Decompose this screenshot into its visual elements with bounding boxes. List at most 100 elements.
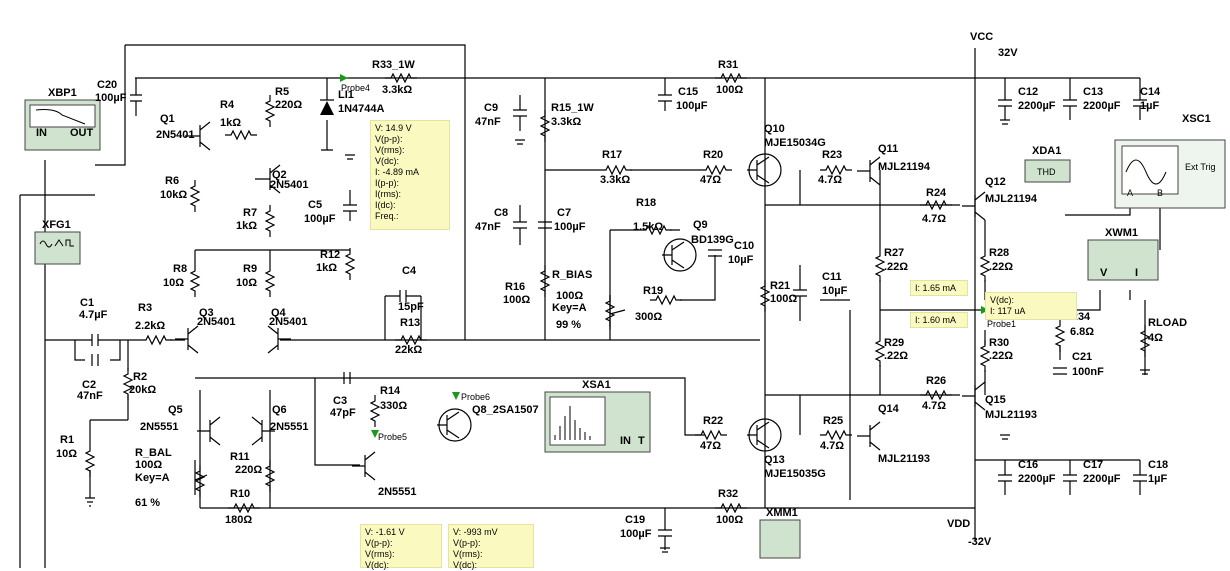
components-r8-1-label: 10Ω: [163, 277, 184, 289]
components-xsc1-b-label: B: [1157, 188, 1163, 198]
probe5-icon[interactable]: [371, 430, 379, 438]
components-r5-0-label: R5: [275, 86, 289, 98]
components-rbias-2-label: Key=A: [552, 302, 587, 314]
xmm1-instrument[interactable]: [759, 519, 801, 559]
components-r27-0-label: R27: [884, 247, 904, 259]
current-readout-1: I: 1.65 mA: [910, 280, 968, 296]
components-xsa1-name-label: XSA1: [582, 379, 611, 391]
xfg1-instrument[interactable]: [34, 231, 81, 265]
components-c5-1-label: 100µF: [304, 213, 336, 225]
components-r24-0-label: R24: [926, 187, 947, 199]
components-r26-0-label: R26: [926, 375, 946, 387]
components-r32-1-label: 100Ω: [716, 514, 743, 526]
components-q8-0-label: Q8_2SA1507: [472, 404, 539, 416]
probes-probe1-label: Probe1: [987, 319, 1016, 329]
probes-probe4-label: Probe4: [341, 83, 370, 93]
components-c7-1-label: 100µF: [554, 221, 586, 233]
components-r13-1-label: 22kΩ: [395, 344, 422, 356]
components-rbal-2-label: Key=A: [135, 472, 170, 484]
waveform-icon: [39, 239, 74, 248]
components-c14-1-label: 1µF: [1140, 100, 1159, 112]
components-xmm1-name-label: XMM1: [766, 507, 798, 519]
components-r31-1-label: 100Ω: [716, 84, 743, 96]
components-r22-0-label: R22: [703, 415, 723, 427]
components-r14-0-label: R14: [380, 385, 401, 397]
components-q2-0-label: Q2: [272, 169, 287, 181]
current-readout-2: I: 1.60 mA: [910, 312, 968, 328]
components-r17-1-label: 3.3kΩ: [600, 174, 630, 186]
probe1-readout: V(dc):I: 117 uA: [985, 292, 1077, 320]
components-rbias-0-label: R_BIAS: [552, 269, 592, 281]
xwm1-instrument[interactable]: [1087, 239, 1159, 281]
components-q14-1-label: MJL21193: [878, 453, 930, 465]
components-r10-0-label: R10: [230, 488, 250, 500]
components-li1-0-label: LI1: [338, 89, 354, 101]
readout-line: V: 14.9 V: [375, 123, 412, 133]
components-c17-1-label: 2200µF: [1083, 473, 1121, 485]
components-vdd-0-label: VDD: [947, 518, 970, 530]
components-xda1-thd-label: THD: [1037, 167, 1056, 177]
components-r29-0-label: R29: [884, 337, 904, 349]
components-r2-1-label: 20kΩ: [129, 384, 156, 396]
probe6-icon[interactable]: [452, 392, 460, 400]
xsc1-screen: [1121, 145, 1179, 195]
readout-line: Freq.:: [375, 211, 399, 221]
components-r11-0-label: R11: [230, 451, 250, 463]
sine-icon: [1125, 159, 1167, 185]
components-q5-1-label: 2N5551: [140, 421, 179, 433]
components-c1-1-label: 4.7µF: [79, 309, 108, 321]
components-c7-0-label: C7: [557, 207, 571, 219]
components-c13-0-label: C13: [1083, 86, 1103, 98]
grounds: [85, 119, 1150, 553]
components-r28-0-label: R28: [989, 247, 1009, 259]
components-xbp1-in-label: IN: [36, 127, 47, 139]
components-c21-1-label: 100nF: [1072, 366, 1104, 378]
components-q15-1-label: MJL21193: [985, 409, 1037, 421]
components-c12-0-label: C12: [1018, 86, 1038, 98]
components-r7-1-label: 1kΩ: [236, 220, 257, 232]
components-vcc-0-label: VCC: [970, 31, 993, 43]
components-r4-1-label: 1kΩ: [220, 117, 241, 129]
readout-line: V(p-p):: [375, 134, 403, 144]
components-vdd-1-label: -32V: [968, 536, 992, 548]
components-r23-0-label: R23: [822, 149, 842, 161]
components-r1-0-label: R1: [60, 434, 74, 446]
components-xda1-name-label: XDA1: [1032, 145, 1061, 157]
components-xsc1-a-label: A: [1127, 188, 1133, 198]
components-c4-1-label: 15pF: [398, 301, 424, 313]
probe4-icon[interactable]: [340, 74, 348, 82]
readout-line: I(dc):: [375, 200, 396, 210]
components-r22-1-label: 47Ω: [700, 440, 721, 452]
readout-line: V(dc):: [375, 156, 400, 166]
components-xbp1-out-label: OUT: [70, 127, 94, 139]
components-q14-0-label: Q14: [878, 403, 900, 415]
components-r33-0-label: R33_1W: [372, 59, 415, 71]
components-r7-0-label: R7: [243, 207, 257, 219]
components-r19-1-label: 300Ω: [635, 311, 662, 323]
components-q10-1-label: MJE15034G: [764, 137, 826, 149]
components-r18-1-label: 1.5kΩ: [633, 221, 663, 233]
components-r15-1-label: 3.3kΩ: [551, 116, 581, 128]
xsa1-screen: [549, 396, 606, 446]
components-r1-1-label: 10Ω: [56, 448, 77, 460]
components-c20-0-label: C20: [97, 79, 117, 91]
xda1-instrument[interactable]: [1024, 159, 1071, 183]
components-r23-1-label: 4.7Ω: [818, 174, 842, 186]
components-r31-0-label: R31: [718, 59, 738, 71]
components-q1-0-label: Q1: [160, 113, 175, 125]
components-q4-0-label: Q4: [271, 307, 287, 319]
components-rbal-3-label: 61 %: [135, 497, 160, 509]
zener-diode: [320, 78, 334, 151]
components-c5-0-label: C5: [308, 199, 322, 211]
components-c21-0-label: C21: [1072, 351, 1092, 363]
capacitors: [80, 78, 1147, 550]
components-c13-1-label: 2200µF: [1083, 100, 1121, 112]
components-q11-1-label: MJL21194: [878, 161, 931, 173]
components-q6-0-label: Q6: [272, 404, 287, 416]
components-vcc-1-label: 32V: [998, 47, 1018, 59]
components-r25-0-label: R25: [823, 415, 843, 427]
readout-line: I(p-p):: [375, 178, 400, 188]
components-r25-1-label: 4.7Ω: [820, 440, 844, 452]
